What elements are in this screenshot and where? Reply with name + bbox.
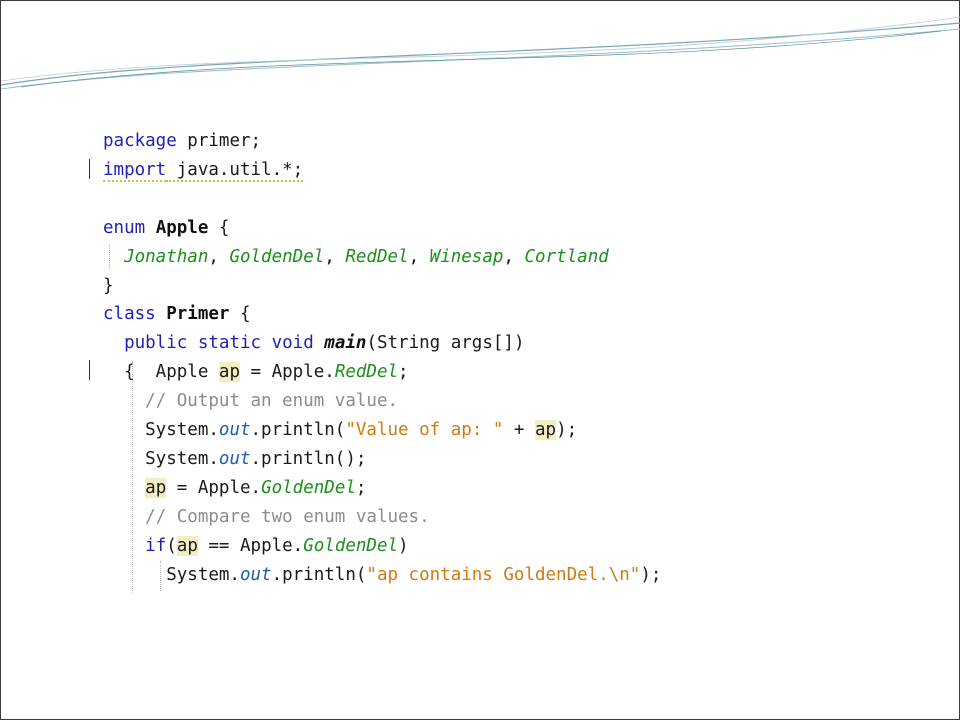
code-line: System.out.println("ap contains GoldenDe… — [103, 561, 661, 589]
code-token: , — [408, 246, 430, 267]
code-token: = Apple. — [239, 362, 335, 383]
code-token: (String args[]) — [366, 333, 525, 354]
code-token — [156, 304, 167, 324]
code-token: Winesap — [429, 246, 504, 267]
code-line: { Apple ap = Apple.RedDel; — [103, 358, 409, 386]
highlighted-occurrence: ap — [218, 362, 240, 383]
code-token — [314, 333, 325, 353]
code-token: "Value of ap: " — [345, 420, 504, 440]
code-token: out — [218, 448, 251, 469]
code-token — [103, 391, 145, 411]
code-token: System. — [103, 564, 240, 585]
code-line: // Output an enum value. — [103, 387, 398, 415]
code-token: .println(); — [250, 448, 367, 469]
code-token: Primer — [166, 304, 230, 325]
code-line: import java.util.*; — [103, 156, 304, 184]
text-caret — [89, 360, 90, 380]
code-token: import — [103, 159, 167, 182]
code-token: ) — [398, 535, 409, 556]
code-token: ); — [556, 420, 578, 440]
code-token: package — [103, 131, 177, 151]
code-token: main — [324, 333, 367, 354]
code-token: Apple — [155, 217, 209, 238]
code-token — [103, 247, 124, 267]
code-token: RedDel — [345, 246, 409, 267]
code-token — [145, 218, 156, 238]
code-token: { — [229, 304, 251, 325]
code-line: // Compare two enum values. — [103, 503, 430, 531]
code-token: Cortland — [524, 246, 609, 267]
code-token: GoldenDel — [261, 477, 356, 498]
code-token: GoldenDel — [303, 535, 399, 556]
code-token: Jonathan — [124, 246, 209, 267]
code-token: ; — [398, 362, 409, 383]
highlighted-occurrence: ap — [535, 420, 557, 440]
code-token: System. — [103, 448, 219, 469]
indent-guide — [132, 361, 133, 593]
code-token: out — [239, 564, 272, 585]
code-token: .println( — [250, 420, 346, 440]
code-editor[interactable]: package primer;import java.util.*;enum A… — [103, 125, 803, 597]
code-token: { — [208, 217, 230, 238]
code-token — [103, 507, 145, 527]
indent-guide — [160, 561, 161, 591]
code-token: ; — [355, 477, 367, 498]
code-line: enum Apple { — [103, 214, 229, 242]
code-line: } — [103, 272, 114, 300]
code-token: = Apple. — [166, 477, 262, 498]
code-line: public static void main(String args[]) — [103, 329, 524, 357]
text-caret — [89, 159, 90, 179]
code-token: ( — [166, 535, 177, 556]
code-token: , — [324, 246, 346, 267]
code-token: enum — [103, 217, 146, 238]
code-line: package primer; — [103, 127, 261, 155]
code-token: == Apple. — [197, 535, 304, 556]
code-token: out — [218, 420, 251, 440]
decorative-swoosh — [1, 16, 960, 90]
code-line: ap = Apple.GoldenDel; — [103, 474, 366, 502]
code-token: , — [208, 246, 230, 267]
code-line: System.out.println("Value of ap: " + ap)… — [103, 416, 577, 444]
code-token: } — [103, 275, 114, 296]
code-token: RedDel — [334, 362, 399, 383]
highlighted-occurrence: ap — [176, 535, 198, 556]
highlighted-occurrence: ap — [145, 477, 167, 498]
code-token: class — [103, 304, 156, 325]
code-token: if — [145, 535, 167, 556]
code-token — [103, 333, 124, 353]
code-line: Jonathan, GoldenDel, RedDel, Winesap, Co… — [103, 243, 609, 271]
code-token: // Output an enum value. — [145, 391, 399, 412]
code-line: System.out.println(); — [103, 445, 366, 473]
code-token: .println( — [271, 564, 367, 585]
code-token: System. — [103, 420, 219, 440]
code-token — [103, 536, 145, 556]
code-token: { Apple — [103, 362, 219, 383]
code-token: + — [503, 420, 535, 440]
code-line: if(ap == Apple.GoldenDel) — [103, 532, 409, 560]
code-line: class Primer { — [103, 300, 251, 328]
code-token: public static void — [124, 333, 314, 354]
code-token: , — [503, 246, 525, 267]
code-token: ); — [640, 564, 662, 585]
code-token — [103, 478, 145, 498]
indent-guide — [109, 245, 110, 269]
code-token: primer; — [176, 131, 262, 151]
code-token: GoldenDel — [229, 246, 325, 267]
code-token: java.util.*; — [166, 159, 304, 182]
code-token: "ap contains GoldenDel.\n" — [366, 564, 641, 585]
code-token: // Compare two enum values. — [145, 506, 430, 527]
